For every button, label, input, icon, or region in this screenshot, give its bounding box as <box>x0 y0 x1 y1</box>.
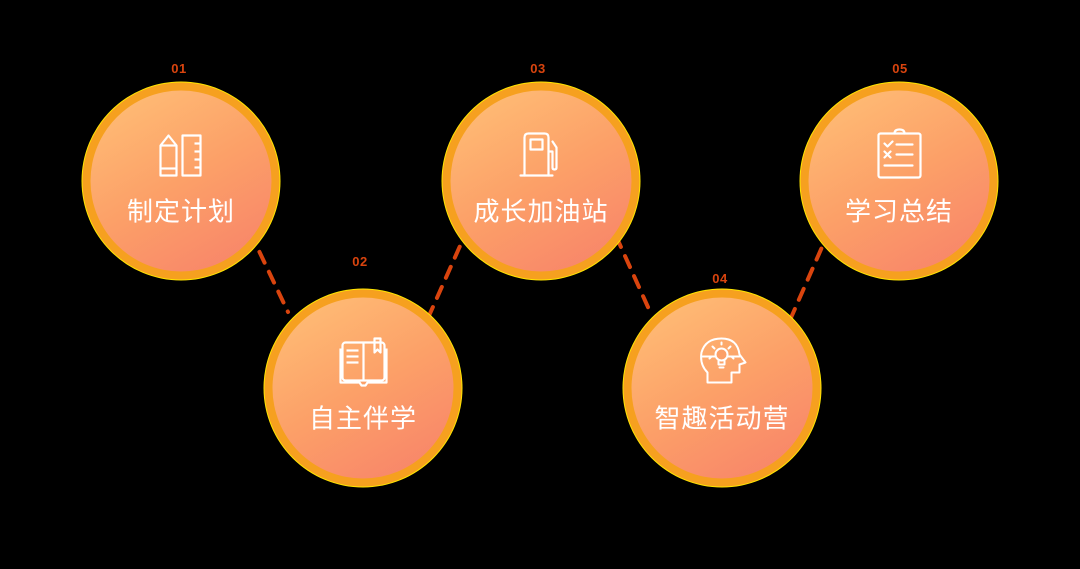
step-node-growth-station[interactable]: 成长加油站 <box>442 82 640 280</box>
step-number-03: 03 <box>530 61 546 76</box>
step-node-summary[interactable]: 学习总结 <box>800 82 998 280</box>
step-number-05: 05 <box>892 61 908 76</box>
checklist-clipboard-icon <box>870 126 928 184</box>
step-number-02: 02 <box>352 254 368 269</box>
step-label: 制定计划 <box>126 197 235 228</box>
connector-01-02 <box>248 230 290 314</box>
open-book-icon <box>334 333 392 391</box>
step-label: 自主伴学 <box>308 404 417 435</box>
step-label: 智趣活动营 <box>654 404 790 435</box>
connector-04-05 <box>788 236 828 322</box>
step-number-01: 01 <box>171 61 187 76</box>
head-lightbulb-icon <box>693 333 751 391</box>
connector-03-04 <box>614 234 654 318</box>
fuel-pump-icon <box>512 126 570 184</box>
step-node-fun-activity[interactable]: 智趣活动营 <box>623 289 821 487</box>
step-node-plan[interactable]: 制定计划 <box>82 82 280 280</box>
pencil-ruler-icon <box>152 126 210 184</box>
connector-02-03 <box>426 226 470 320</box>
step-node-self-study[interactable]: 自主伴学 <box>264 289 462 487</box>
step-label: 学习总结 <box>844 197 953 228</box>
step-number-04: 04 <box>712 271 728 286</box>
step-label: 成长加油站 <box>473 197 609 228</box>
